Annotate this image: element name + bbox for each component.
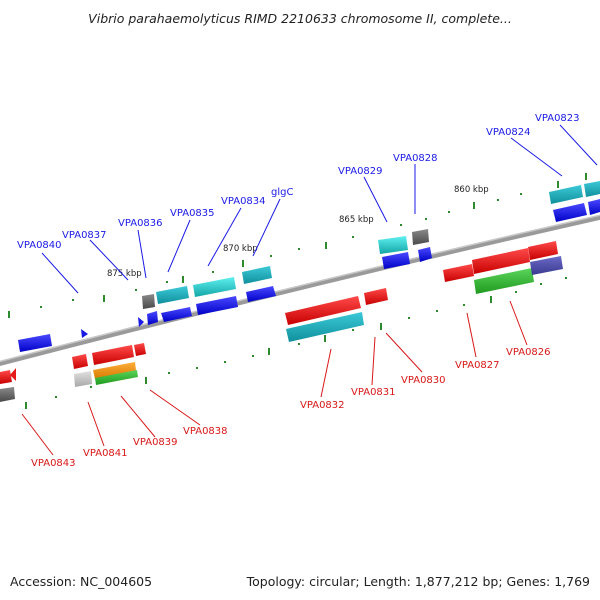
gene-label-vpa0843[interactable]: VPA0843 <box>31 458 76 469</box>
gene-block-vpa0826-red-right[interactable] <box>528 241 558 260</box>
gene-block-vpa0831-red[interactable] <box>364 288 388 305</box>
gene-label-vpa0840[interactable]: VPA0840 <box>17 240 62 251</box>
gene-block-vpa0828-blue[interactable] <box>418 247 432 262</box>
gene-block-vpa0839-red[interactable] <box>92 345 134 365</box>
chromosome-backbone <box>0 214 600 366</box>
gene-block-vpa0843-red[interactable] <box>0 370 12 384</box>
scale-label-865: 865 kbp <box>339 215 374 225</box>
gene-block-vpa0832-red[interactable] <box>285 296 361 325</box>
gene-label-vpa0837[interactable]: VPA0837 <box>62 230 107 241</box>
gene-block-vpa0841-red[interactable] <box>72 354 88 369</box>
scale-dots-lower <box>25 277 567 409</box>
gene-block-vpa0836-blue[interactable] <box>147 311 158 325</box>
gene-block-vpa0829-cyan[interactable] <box>378 236 408 254</box>
gene-block-vpa0826-red[interactable] <box>472 248 530 274</box>
gene-label-vpa0826[interactable]: VPA0826 <box>506 347 551 358</box>
gene-block-vpa0835-cyan[interactable] <box>156 286 189 304</box>
gene-block-vpa0829-blue[interactable] <box>382 252 410 269</box>
gene-block-vpa0828-gray[interactable] <box>412 229 429 245</box>
gene-marker-small-left[interactable] <box>138 317 144 327</box>
gene-block-vpa0834-cyan[interactable] <box>193 277 236 297</box>
gene-label-vpa0829[interactable]: VPA0829 <box>338 166 383 177</box>
gene-block-vpa0839-orange[interactable] <box>93 362 136 379</box>
gene-label-vpa0824[interactable]: VPA0824 <box>486 127 531 138</box>
gene-label-vpa0839[interactable]: VPA0839 <box>133 437 178 448</box>
gene-label-vpa0827[interactable]: VPA0827 <box>455 360 500 371</box>
gene-block-vpa0827-red[interactable] <box>443 264 474 282</box>
gene-label-vpa0834[interactable]: VPA0834 <box>221 196 266 207</box>
gene-block-vpa0843-gray[interactable] <box>0 387 15 402</box>
gene-label-vpa0838[interactable]: VPA0838 <box>183 426 228 437</box>
gene-block-vpa0824-blue[interactable] <box>553 203 587 222</box>
scale-label-860: 860 kbp <box>454 185 489 195</box>
forward-strand-features <box>18 181 600 352</box>
gene-label-vpa0836[interactable]: VPA0836 <box>118 218 163 229</box>
gene-label-vpa0823[interactable]: VPA0823 <box>535 113 580 124</box>
gene-label-vpa0830[interactable]: VPA0830 <box>401 375 446 386</box>
gene-block-vpa0836-gray[interactable] <box>142 294 155 309</box>
scale-dots-upper <box>8 173 587 318</box>
gene-label-vpa0832[interactable]: VPA0832 <box>300 400 345 411</box>
bottom-label-leaders <box>21 300 528 456</box>
gene-label-vpa0835[interactable]: VPA0835 <box>170 208 215 219</box>
map-title: Vibrio parahaemolyticus RIMD 2210633 chr… <box>88 11 512 26</box>
gene-label-vpa0828[interactable]: VPA0828 <box>393 153 438 164</box>
gene-block-vpa0826-green[interactable] <box>474 268 534 294</box>
chromosome-backbone-highlight <box>0 214 600 363</box>
reverse-strand-features <box>0 241 563 402</box>
gene-block-vpa0838-red[interactable] <box>134 343 146 356</box>
gene-block-vpa0839-green[interactable] <box>95 370 138 385</box>
gene-block-vpa0832-cyan[interactable] <box>286 312 364 342</box>
gene-block-vpa0840[interactable] <box>18 334 52 352</box>
gene-block-vpa0835-blue[interactable] <box>161 307 192 322</box>
gene-label-glgc[interactable]: glgC <box>271 187 293 198</box>
genome-stats-text: Topology: circular; Length: 1,877,212 bp… <box>246 574 590 589</box>
scale-label-875: 875 kbp <box>107 269 142 279</box>
gene-block-vpa0841-light[interactable] <box>74 371 92 387</box>
top-label-leaders <box>41 124 598 294</box>
gene-label-vpa0831[interactable]: VPA0831 <box>351 387 396 398</box>
gene-block-vpa0826-purple[interactable] <box>530 256 563 275</box>
gene-block-glgc-blue[interactable] <box>246 286 276 302</box>
gene-block-vpa0823-blue[interactable] <box>588 199 600 215</box>
gene-marker-vpa0837[interactable] <box>81 329 88 338</box>
gene-block-vpa0824-cyan[interactable] <box>549 185 583 204</box>
gene-label-vpa0841[interactable]: VPA0841 <box>83 448 128 459</box>
gene-marker-vpa0843[interactable] <box>10 368 16 381</box>
gene-block-vpa0823-cyan[interactable] <box>584 181 600 197</box>
scale-label-870: 870 kbp <box>223 244 258 254</box>
accession-text: Accession: NC_004605 <box>10 574 152 589</box>
gene-block-vpa0834-blue[interactable] <box>196 296 238 315</box>
gene-block-glgc-cyan[interactable] <box>242 266 272 284</box>
